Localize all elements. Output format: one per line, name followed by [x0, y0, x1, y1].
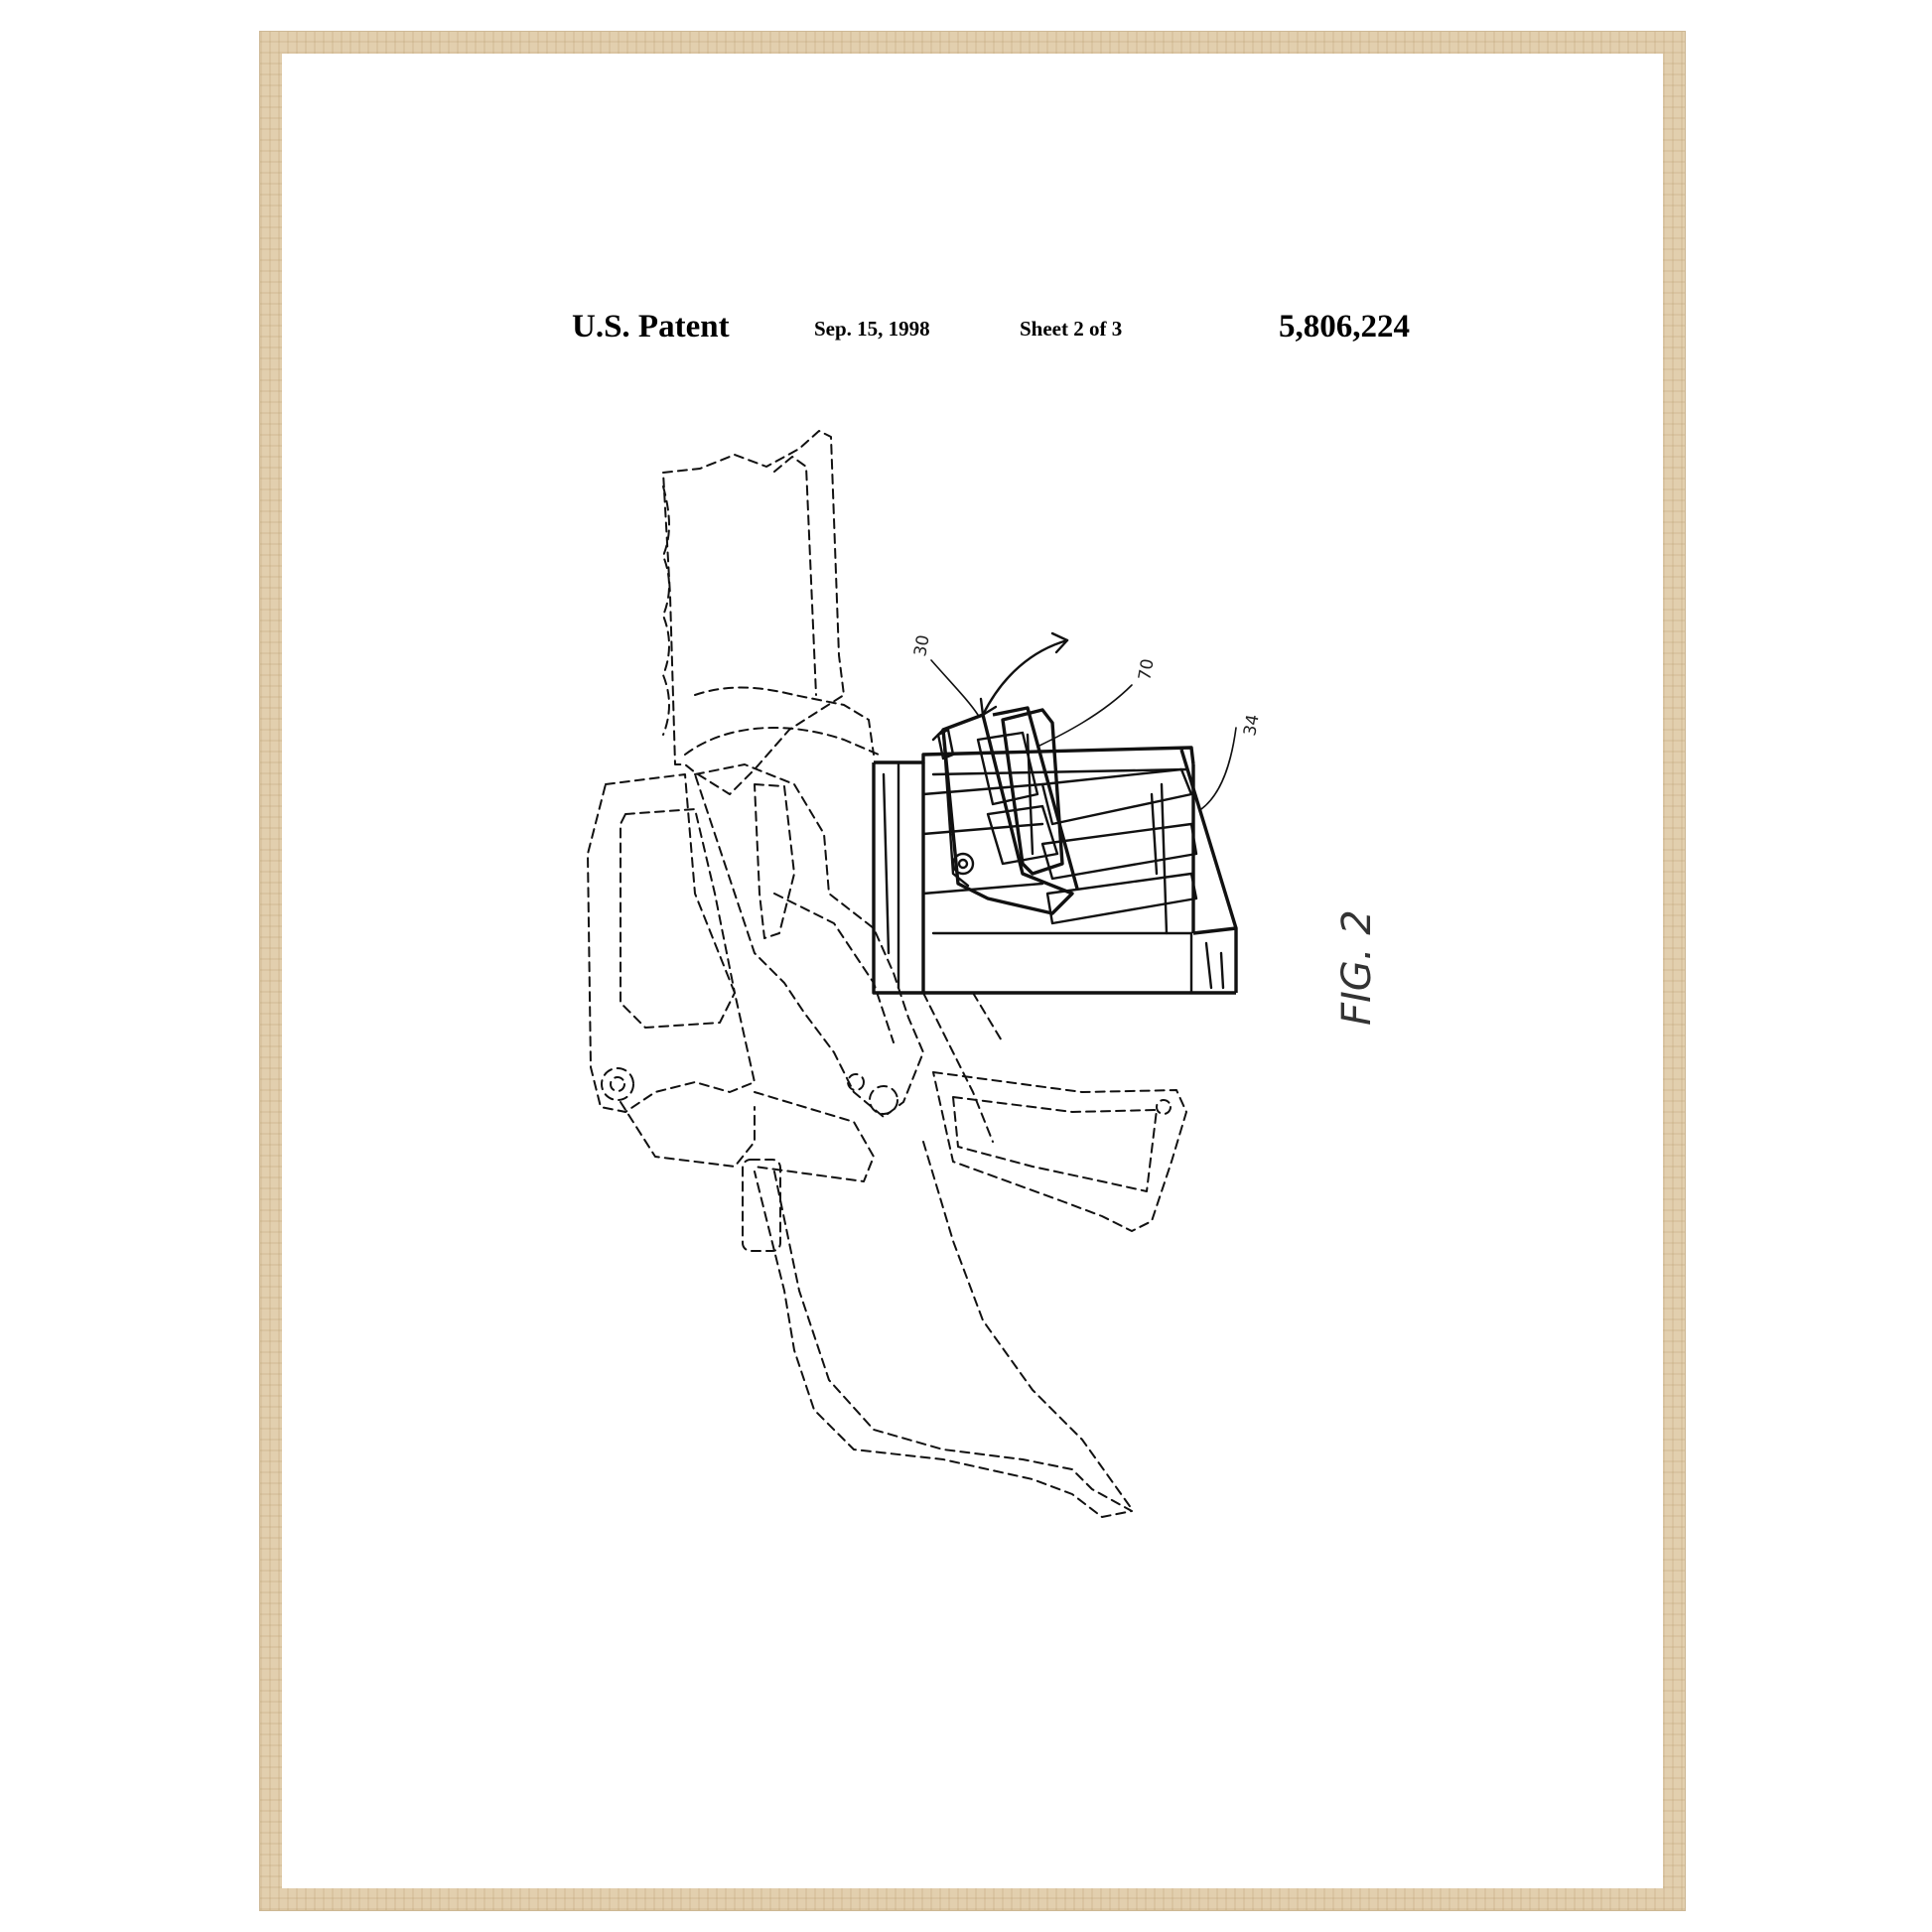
sheet-indicator: Sheet 2 of 3 [1020, 317, 1123, 341]
patent-date: Sep. 15, 1998 [814, 317, 930, 341]
hinged-plate [931, 706, 1079, 915]
patent-title: U.S. Patent [572, 309, 730, 345]
mount-assembly [872, 746, 1238, 995]
patent-header: U.S. Patent Sep. 15, 1998 Sheet 2 of 3 5… [282, 303, 1663, 352]
rifle-outline [587, 430, 1187, 1518]
ref-numeral-70: 70 [1135, 657, 1158, 682]
reference-leaders [930, 659, 1237, 810]
patent-number: 5,806,224 [1279, 309, 1410, 345]
patent-sheet: U.S. Patent Sep. 15, 1998 Sheet 2 of 3 5… [282, 54, 1663, 1888]
ref-numeral-34: 34 [1240, 713, 1263, 738]
figure-label: FIG. 2 [1334, 909, 1380, 1026]
rotation-arrow [979, 631, 1069, 717]
ref-numeral-30: 30 [910, 633, 933, 658]
